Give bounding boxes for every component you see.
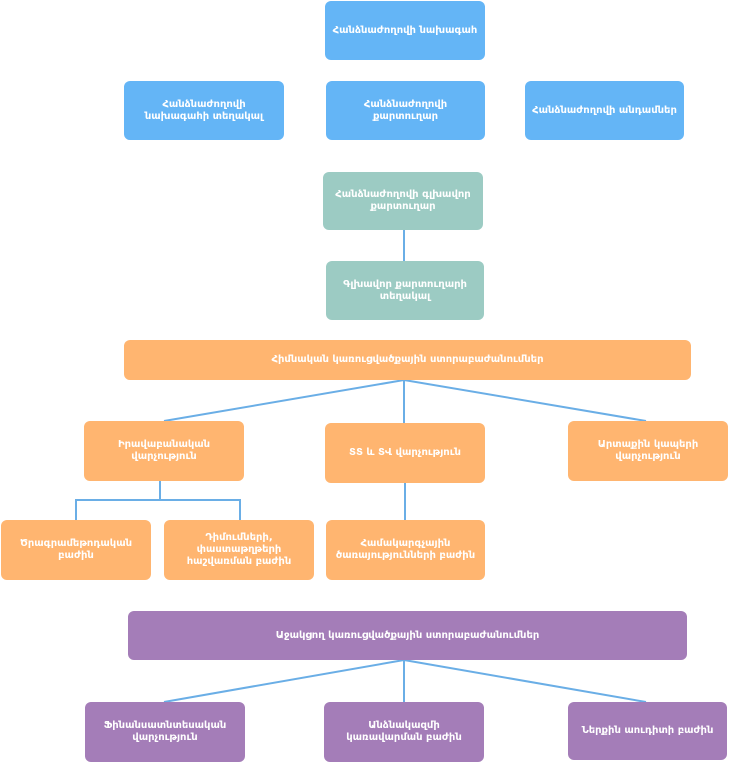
node-legal-department: Իրավաբանական վարչություն: [84, 421, 244, 481]
node-coordination-division: Համակարգչային ծառայությունների բաժին: [326, 520, 485, 580]
node-internal-audit: Ներքին աուդիտի բաժին: [568, 702, 727, 760]
node-programs-division: Ծրագրամեթոդական բաժին: [1, 520, 151, 580]
node-main-units: Հիմնական կառուցվածքային ստորաբաժանումներ: [124, 340, 691, 380]
node-deputy-chief-secretary: Գլխավոր քարտուղարի տեղակալ: [326, 261, 484, 320]
node-declarations-division: Դիմումների, փաստաթղթերի հաշվառման բաժին: [164, 520, 314, 580]
connector-support-to-audit: [403, 659, 647, 703]
node-members: Հանձնաժողովի անդամներ: [525, 81, 684, 140]
connector-legal-bracket: [75, 499, 241, 520]
node-hr-division: Անձնակազմի կառավարման բաժին: [324, 702, 484, 762]
connector-main-to-legal: [163, 379, 405, 422]
node-support-units: Աջակցող կառուցվածքային ստորաբաժանումներ: [128, 611, 687, 660]
node-deputy-director: Հանձնաժողովի նախագահի տեղակալ: [124, 81, 284, 140]
node-finance-department: Ֆինանսատնտեսական վարչություն: [85, 702, 245, 762]
node-chief-secretary: Հանձնաժողովի գլխավոր քարտուղար: [323, 172, 483, 230]
connector-support-to-finance: [163, 659, 405, 703]
connector-main-to-external: [403, 379, 647, 422]
node-it-department: ՏՏ և ՏՎ վարչություն: [325, 423, 485, 483]
node-external-relations: Արտաքին կապերի վարչություն: [568, 421, 728, 481]
node-secretary: Հանձնաժողովի քարտուղար: [326, 81, 485, 140]
node-director: Հանձնաժողովի նախագահ: [325, 1, 485, 60]
